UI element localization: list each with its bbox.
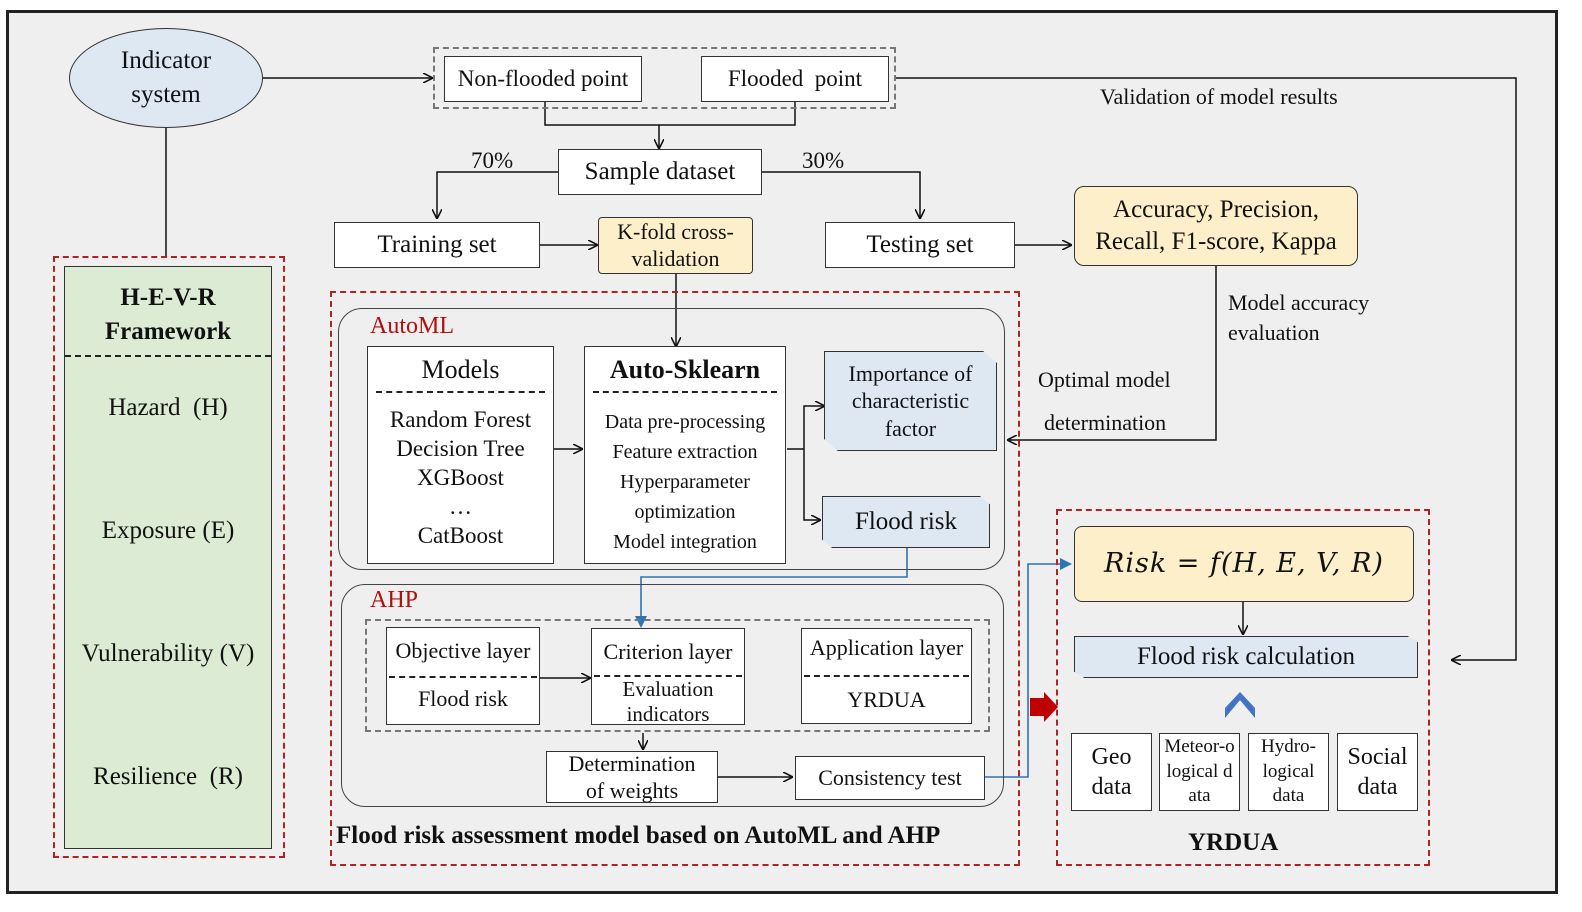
non-flooded-point-box: Non-flooded point xyxy=(444,56,642,102)
data-label-geo: Geo data xyxy=(1091,744,1132,800)
training-set-box: Training set xyxy=(334,222,540,268)
model-caption: Flood risk assessment model based on Aut… xyxy=(336,822,941,849)
autosklearn-box: Auto-Sklearn Data pre-processing Feature… xyxy=(584,346,786,564)
criterion-layer-box: Criterion layer Evaluation indicators xyxy=(591,628,745,726)
framework-item-hazard: Hazard (H) xyxy=(108,394,228,421)
optimal-line1-label: Optimal model xyxy=(1038,367,1171,392)
data-box-social: Social data xyxy=(1337,733,1418,811)
objective-divider xyxy=(389,676,537,678)
objective-layer-title: Objective layer xyxy=(395,638,531,663)
models-box: Models Random Forest Decision Tree XGBoo… xyxy=(367,346,554,564)
importance-label: Importance of characteristic factor xyxy=(848,360,973,441)
ahp-layers-group xyxy=(365,619,990,732)
criterion-layer-title: Criterion layer xyxy=(603,639,733,664)
kfold-box: K-fold cross-validation xyxy=(598,217,753,274)
objective-layer-value: Flood risk xyxy=(418,686,508,711)
sklearn-step: Model integration xyxy=(613,531,757,553)
framework-box: H-E-V-R Framework Hazard (H) Exposure (E… xyxy=(64,266,272,849)
validation-label: Validation of model results xyxy=(1100,84,1338,109)
weights-label: Determination of weights xyxy=(568,750,696,804)
flooded-point-label: Flooded point xyxy=(727,66,863,92)
accuracy-eval-label: Model accuracy evaluation xyxy=(1228,290,1370,345)
model-item: … xyxy=(449,494,472,519)
application-divider xyxy=(804,675,969,677)
testing-set-box: Testing set xyxy=(825,222,1015,268)
application-layer-box: Application layer YRDUA xyxy=(801,628,972,724)
framework-title: H-E-V-R Framework xyxy=(104,284,232,345)
framework-item-exposure: Exposure (E) xyxy=(101,517,235,544)
model-item: Decision Tree xyxy=(396,436,525,461)
model-item: CatBoost xyxy=(417,523,504,548)
kfold-label: K-fold cross-validation xyxy=(617,219,734,271)
application-layer-value: YRDUA xyxy=(847,687,926,712)
autosklearn-divider xyxy=(593,391,777,393)
flood-risk-label: Flood risk xyxy=(854,508,958,536)
yrdua-dashed-group xyxy=(1056,509,1430,866)
sklearn-step: Hyperparameter xyxy=(620,471,750,493)
automl-panel xyxy=(338,308,1005,570)
automl-label: AutoML xyxy=(370,313,454,339)
non-flooded-point-label: Non-flooded point xyxy=(457,66,629,92)
framework-divider xyxy=(65,355,271,357)
pct70-label: 70% xyxy=(471,148,514,173)
testing-set-label: Testing set xyxy=(866,231,974,258)
data-box-hydrological: Hydro-logical data xyxy=(1248,733,1329,811)
optimal-line2-label: determination xyxy=(1044,410,1167,435)
sklearn-step: optimization xyxy=(634,501,736,523)
data-label-hydrological: Hydro-logical data xyxy=(1261,735,1316,807)
importance-box: Importance of characteristic factor xyxy=(824,351,997,451)
consistency-box: Consistency test xyxy=(795,756,985,800)
framework-item-vulnerability: Vulnerability (V) xyxy=(81,640,255,667)
flood-risk-calc-label: Flood risk calculation xyxy=(1136,643,1356,671)
formula-label: Risk = f(H, E, V, R) xyxy=(1104,547,1384,579)
flood-risk-calc-box: Flood risk calculation xyxy=(1074,636,1418,678)
data-label-social: Social data xyxy=(1347,744,1408,800)
data-box-meteorological: Meteor-ological data xyxy=(1159,733,1240,811)
framework-item-resilience: Resilience (R) xyxy=(93,763,243,790)
metrics-box: Accuracy, Precision, Recall, F1-score, K… xyxy=(1074,186,1358,266)
weights-box: Determination of weights xyxy=(546,751,718,803)
flood-risk-box: Flood risk xyxy=(822,496,990,548)
sample-dataset-label: Sample dataset xyxy=(584,158,736,185)
application-layer-title: Application layer xyxy=(809,635,964,660)
flooded-point-box: Flooded point xyxy=(701,56,889,102)
models-divider xyxy=(376,391,545,393)
indicator-system-ellipse: Indicator system xyxy=(69,28,263,128)
consistency-label: Consistency test xyxy=(818,764,962,790)
yrdua-caption: YRDUA xyxy=(1188,829,1279,856)
model-dashed-group xyxy=(330,291,1020,866)
sample-points-group xyxy=(433,47,896,109)
models-title: Models xyxy=(421,355,500,384)
model-item: XGBoost xyxy=(417,465,504,490)
ahp-label: AHP xyxy=(370,587,419,613)
framework-dashed-group xyxy=(53,256,285,858)
metrics-label: Accuracy, Precision, Recall, F1-score, K… xyxy=(1095,195,1337,256)
training-set-label: Training set xyxy=(377,231,497,258)
data-label-meteorological: Meteor-ological data xyxy=(1164,735,1235,807)
sample-dataset-box: Sample dataset xyxy=(558,149,762,195)
ahp-panel xyxy=(341,584,1004,807)
model-item: Random Forest xyxy=(389,407,532,432)
pct30-label: 30% xyxy=(802,148,845,173)
formula-box: Risk = f(H, E, V, R) xyxy=(1074,526,1414,602)
criterion-divider xyxy=(594,675,742,677)
autosklearn-title: Auto-Sklearn xyxy=(609,355,761,384)
indicator-system-label: Indicator system xyxy=(120,47,212,108)
objective-layer-box: Objective layer Flood risk xyxy=(386,627,540,725)
sklearn-step: Feature extraction xyxy=(612,441,758,463)
sklearn-step: Data pre-processing xyxy=(604,411,766,433)
criterion-layer-value: Evaluation indicators xyxy=(622,677,714,726)
data-box-geo: Geo data xyxy=(1071,733,1152,811)
